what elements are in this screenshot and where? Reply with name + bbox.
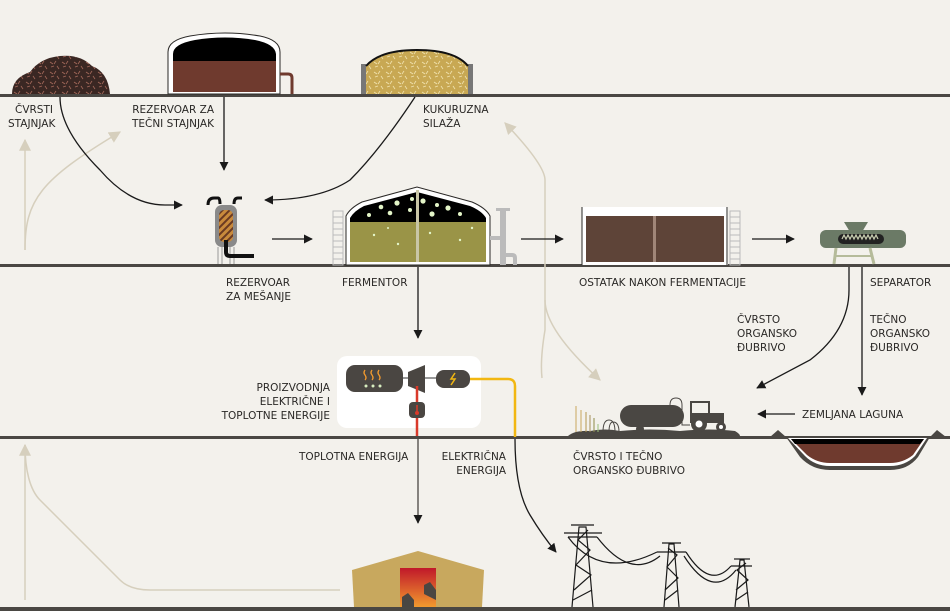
chp-unit xyxy=(337,356,517,437)
ground-lines xyxy=(0,94,950,611)
turbine xyxy=(408,365,425,393)
cow-icon xyxy=(424,582,436,600)
pylon-1 xyxy=(564,524,602,608)
label-earth-lagoon: ZEMLJANA LAGUNA xyxy=(802,409,904,421)
label-solid-manure: ČVRSTI STAJNJAK xyxy=(8,104,56,130)
earth-lagoon xyxy=(770,430,946,470)
cow-icon xyxy=(402,593,414,607)
label-fermentor: FERMENTOR xyxy=(342,277,408,289)
mixing-tank xyxy=(206,196,254,264)
arrow-manure-to-mixer xyxy=(59,96,183,210)
label-corn-silage: KUKURUZNA SILAŽA xyxy=(423,104,489,130)
fermentor xyxy=(332,186,517,266)
label-heat-energy: TOPLOTNA ENERGIJA xyxy=(299,451,409,463)
label-liquid-manure-tank: REZERVOAR ZA TEČNI STAJNJAK xyxy=(131,104,214,130)
power-grid xyxy=(564,524,752,608)
ground-line-4 xyxy=(0,607,950,611)
return-arrow-field xyxy=(544,299,601,381)
ground-line-3 xyxy=(0,436,950,439)
corn-silage-bunker xyxy=(361,48,473,94)
return-arrow-silage xyxy=(504,122,546,379)
ground-line-1 xyxy=(0,94,950,97)
label-digestate: OSTATAK NAKON FERMENTACIJE xyxy=(579,277,746,289)
liquid-manure-tank xyxy=(167,32,294,95)
lightning-icon xyxy=(449,372,457,386)
process-flows xyxy=(59,96,867,553)
pylon-2 xyxy=(657,542,686,608)
label-liquid-fertilizer: TEČNO ORGANSKO ĐUBRIVO xyxy=(870,314,930,354)
return-arrow-liquid-manure xyxy=(24,131,122,251)
gas-bubbles xyxy=(367,197,474,246)
heat-waves-icon xyxy=(363,369,381,381)
label-solid-liquid-fertilizer: ČVRSTO I TEČNO ORGANSKO ĐUBRIVO xyxy=(573,451,685,477)
return-flows xyxy=(19,122,601,600)
electric-line xyxy=(470,377,517,437)
label-solid-fertilizer: ČVRSTO ORGANSKO ĐUBRIVO xyxy=(737,314,797,354)
label-electric-energy: ELEKTRIČNA ENERGIJA xyxy=(441,451,506,477)
digestate-tank xyxy=(581,207,741,266)
separator xyxy=(820,222,906,265)
pylon-3 xyxy=(731,558,752,608)
arrow-electric-to-grid xyxy=(514,438,557,553)
arrow-separator-solid xyxy=(756,267,850,389)
label-separator: SEPARATOR xyxy=(870,277,932,289)
field-tractor xyxy=(568,397,740,436)
heat-generator xyxy=(346,365,403,392)
barn xyxy=(352,551,484,607)
label-chp: PROIZVODNJA ELEKTRIČNE I TOPLOTNE ENERGI… xyxy=(221,382,330,422)
label-mixing-tank: REZERVOAR ZA MEŠANJE xyxy=(226,277,292,303)
arrow-silage-to-mixer xyxy=(264,96,416,205)
solid-manure-pile xyxy=(12,55,110,94)
return-arrow-barn xyxy=(19,443,340,591)
